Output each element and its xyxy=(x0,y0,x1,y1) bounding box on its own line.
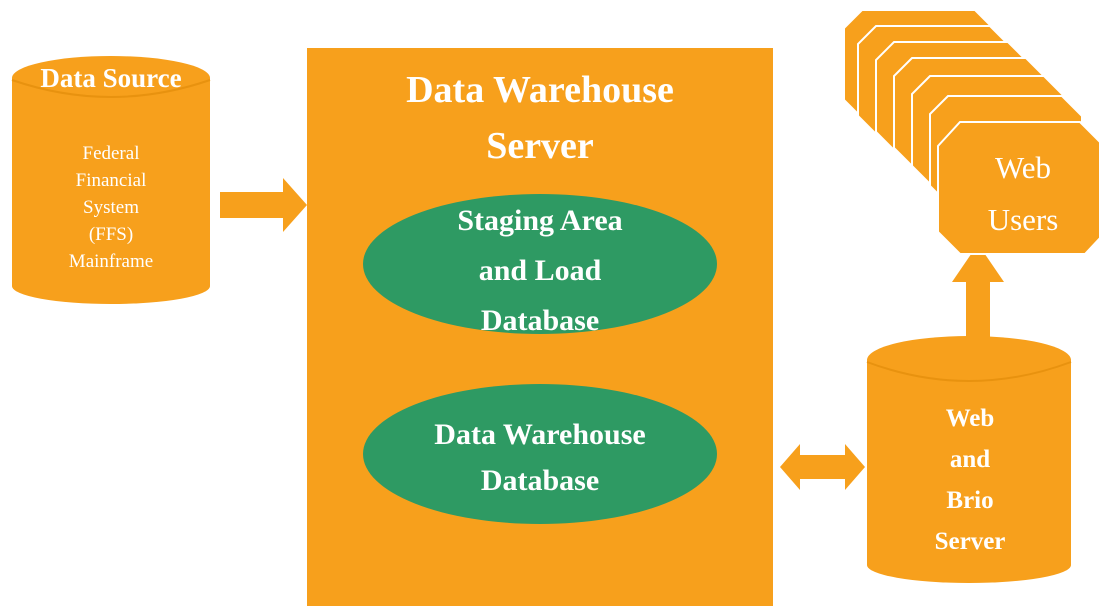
web-server-cylinder xyxy=(866,336,1072,583)
warehouse-database-ellipse xyxy=(363,384,717,524)
staging-database-line: Database xyxy=(480,304,600,337)
double-arrow-vertical-icon xyxy=(952,244,1004,380)
warehouse-server-title-line: Data Warehouse xyxy=(406,69,674,111)
data-source-line: Federal xyxy=(82,143,140,164)
warehouse-server-title-line: Server xyxy=(486,125,594,167)
web-users-label: Web Users xyxy=(948,142,1098,246)
double-arrow-horizontal-icon xyxy=(780,444,865,490)
staging-database-line: and Load xyxy=(478,254,602,287)
staging-database-line: Staging Area xyxy=(457,204,623,237)
web-users-line: Web xyxy=(994,150,1052,185)
web-server-line: and xyxy=(949,446,991,473)
data-source-cylinder xyxy=(11,56,211,304)
data-source-line: Mainframe xyxy=(68,251,154,272)
web-users-stack xyxy=(843,9,1101,255)
warehouse-database-line: Database xyxy=(480,464,600,497)
data-source-line: (FFS) xyxy=(88,224,134,245)
warehouse-database-line: Data Warehouse xyxy=(434,418,646,451)
warehouse-database-label: Data Warehouse Database xyxy=(380,412,700,504)
web-server-label: Web and Brio Server xyxy=(880,398,1060,562)
staging-database-ellipse xyxy=(363,194,717,334)
data-source-line: Financial xyxy=(75,170,147,191)
web-server-line: Server xyxy=(934,528,1006,555)
web-server-line: Web xyxy=(945,405,995,432)
staging-database-label: Staging Area and Load Database xyxy=(380,196,700,346)
warehouse-server-title: Data Warehouse Server xyxy=(312,62,768,174)
web-server-line: Brio xyxy=(946,487,994,514)
data-source-line: System xyxy=(83,197,139,218)
data-source-title: Data Source xyxy=(40,63,182,93)
arrow-right-icon xyxy=(220,178,307,232)
data-source-body: Federal Financial System (FFS) Mainframe xyxy=(30,140,192,275)
web-users-line: Users xyxy=(987,202,1059,237)
